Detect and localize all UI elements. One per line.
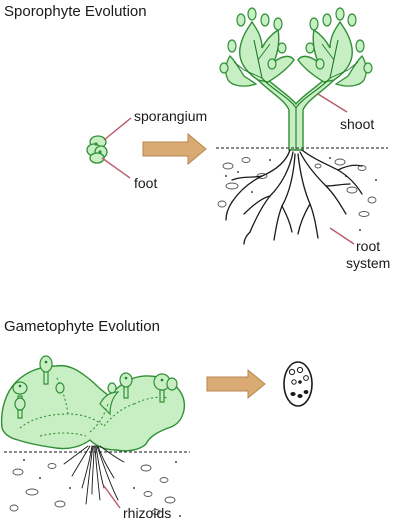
gametophyte-heading: Gametophyte Evolution <box>4 318 160 335</box>
small-sporophyte <box>86 135 108 164</box>
shoot-label: shoot <box>340 116 374 132</box>
sporophyte-root-system <box>225 149 363 245</box>
rhizoids <box>63 445 125 505</box>
foot-leader <box>101 157 131 179</box>
shoot-leader <box>317 93 348 113</box>
sporophyte-soil <box>216 147 388 231</box>
reduced-gametophyte <box>283 361 313 407</box>
sporangium-leader <box>103 117 132 141</box>
root-leader <box>329 227 355 245</box>
rhizoids-label: rhizoids <box>123 505 171 521</box>
rhizoids-leader <box>103 485 121 509</box>
gametophyte-evolution-arrow <box>206 368 266 400</box>
sporophyte-shoot <box>219 7 373 151</box>
sporophyte-heading: Sporophyte Evolution <box>4 3 147 20</box>
root-label-line2: system <box>346 255 390 271</box>
gametophyte-thallus <box>0 355 186 452</box>
foot-label: foot <box>134 175 157 191</box>
sporangium-label: sporangium <box>134 108 207 124</box>
sporophyte-evolution-arrow <box>142 132 207 166</box>
root-label-line1: root <box>356 238 380 254</box>
